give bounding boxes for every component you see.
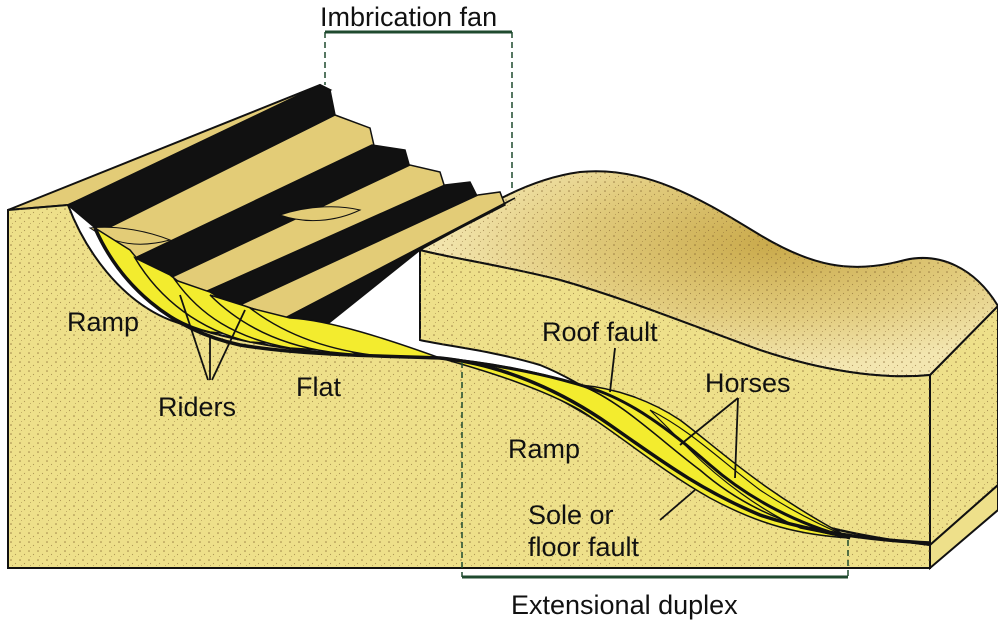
label-roof-fault: Roof fault bbox=[542, 317, 658, 347]
roof-fault-line bbox=[439, 356, 851, 540]
fault-lines bbox=[93, 227, 931, 545]
label-flat: Flat bbox=[296, 372, 342, 402]
imbrication-fan-bracket bbox=[324, 30, 513, 190]
block-right-side bbox=[929, 304, 998, 571]
rider-slices bbox=[93, 225, 441, 359]
block-front-face bbox=[7, 203, 931, 569]
label-ramp-right: Ramp bbox=[508, 434, 580, 464]
label-horses: Horses bbox=[705, 368, 791, 398]
label-ramp-left: Ramp bbox=[67, 307, 139, 337]
leader-lines bbox=[179, 294, 739, 521]
label-extensional-duplex: Extensional duplex bbox=[511, 590, 738, 620]
label-sole-line2: floor fault bbox=[528, 532, 640, 562]
extensional-duplex-bracket bbox=[461, 362, 849, 579]
label-sole-line1: Sole or bbox=[528, 500, 614, 530]
label-imbrication-fan: Imbrication fan bbox=[320, 2, 497, 32]
sole-fault-line bbox=[93, 227, 931, 545]
label-riders: Riders bbox=[158, 392, 236, 422]
